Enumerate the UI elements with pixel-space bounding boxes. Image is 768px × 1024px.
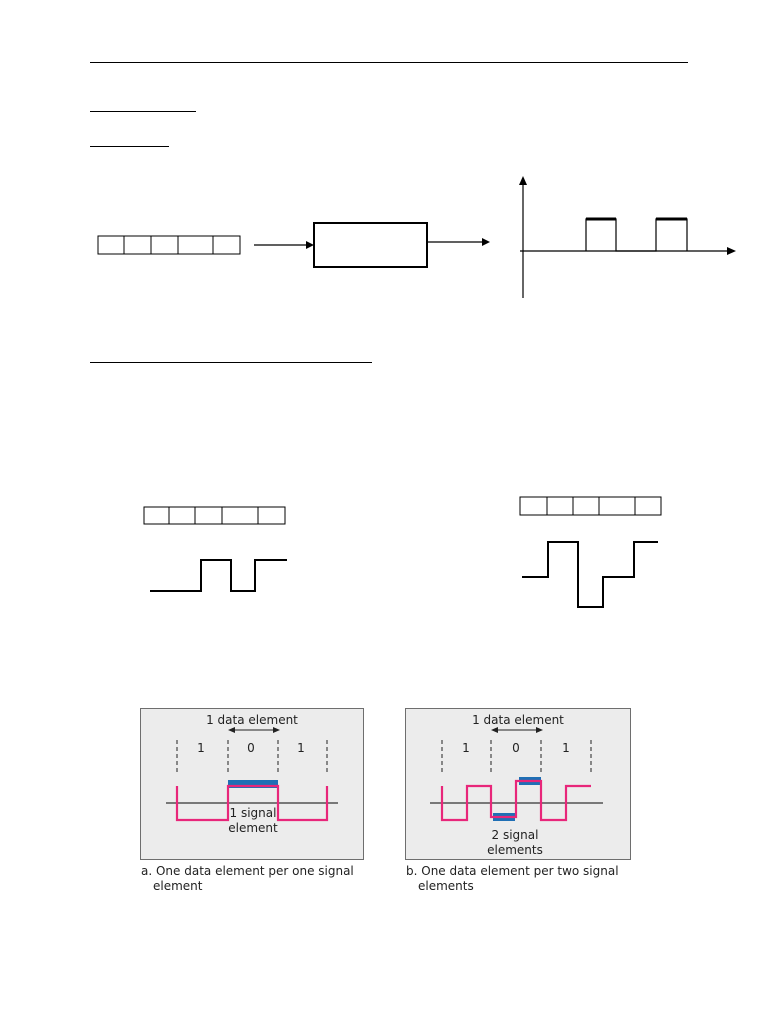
multi-level-signal-diagram bbox=[519, 496, 662, 608]
figure-a-bit-0: 0 bbox=[247, 741, 255, 755]
data-bit-cells bbox=[97, 235, 241, 255]
input-arrow bbox=[254, 241, 314, 249]
figure-b-waveform bbox=[430, 727, 603, 822]
header-rule bbox=[90, 62, 688, 63]
figure-a-signal-label-2: element bbox=[228, 821, 278, 835]
figure-b-signal-label-1: 2 signal bbox=[491, 828, 539, 842]
heading-underline-2 bbox=[90, 146, 169, 147]
data-bit-cells-right bbox=[519, 496, 662, 516]
figure-b-bit-dividers bbox=[441, 740, 592, 772]
figure-b-bit-1b: 1 bbox=[562, 741, 570, 755]
data-bit-cells-left bbox=[143, 506, 286, 525]
figure-b-bit-0: 0 bbox=[512, 741, 520, 755]
heading-underline-1 bbox=[90, 111, 196, 112]
figure-b-bit-1: 1 bbox=[462, 741, 470, 755]
figure-a-bit-1b: 1 bbox=[297, 741, 305, 755]
figure-a-caption-2: element bbox=[153, 879, 203, 893]
figure-a-bit-dividers bbox=[176, 740, 328, 772]
heading-underline-3 bbox=[90, 362, 372, 363]
figure-a-highlight bbox=[228, 780, 278, 788]
output-arrow bbox=[427, 238, 490, 246]
two-level-signal-diagram bbox=[143, 506, 287, 592]
encoder-box bbox=[313, 222, 428, 268]
figure-a-waveform bbox=[166, 727, 338, 822]
figure-b-caption-2: elements bbox=[418, 879, 474, 893]
encoding-block-diagram bbox=[97, 176, 736, 298]
signal-waveform-left bbox=[150, 559, 287, 592]
figure-a-signal-label-1: 1 signal bbox=[229, 806, 277, 820]
signal-waveform-right bbox=[522, 541, 658, 608]
figure-a-data-element-label: 1 data element bbox=[206, 713, 298, 727]
figure-a-bit-1: 1 bbox=[197, 741, 205, 755]
figure-b-signal-label-2: elements bbox=[487, 843, 543, 857]
figure-b-data-element-label: 1 data element bbox=[472, 713, 564, 727]
figure-a-signal bbox=[175, 784, 329, 822]
figure-a-caption-1: a. One data element per one signal bbox=[141, 864, 354, 878]
digital-signal-pulses bbox=[585, 218, 688, 252]
figure-b-caption-1: b. One data element per two signal bbox=[406, 864, 619, 878]
figure-b-signal bbox=[440, 779, 591, 822]
signal-axes bbox=[519, 176, 736, 298]
figure-b-panel bbox=[405, 708, 631, 860]
